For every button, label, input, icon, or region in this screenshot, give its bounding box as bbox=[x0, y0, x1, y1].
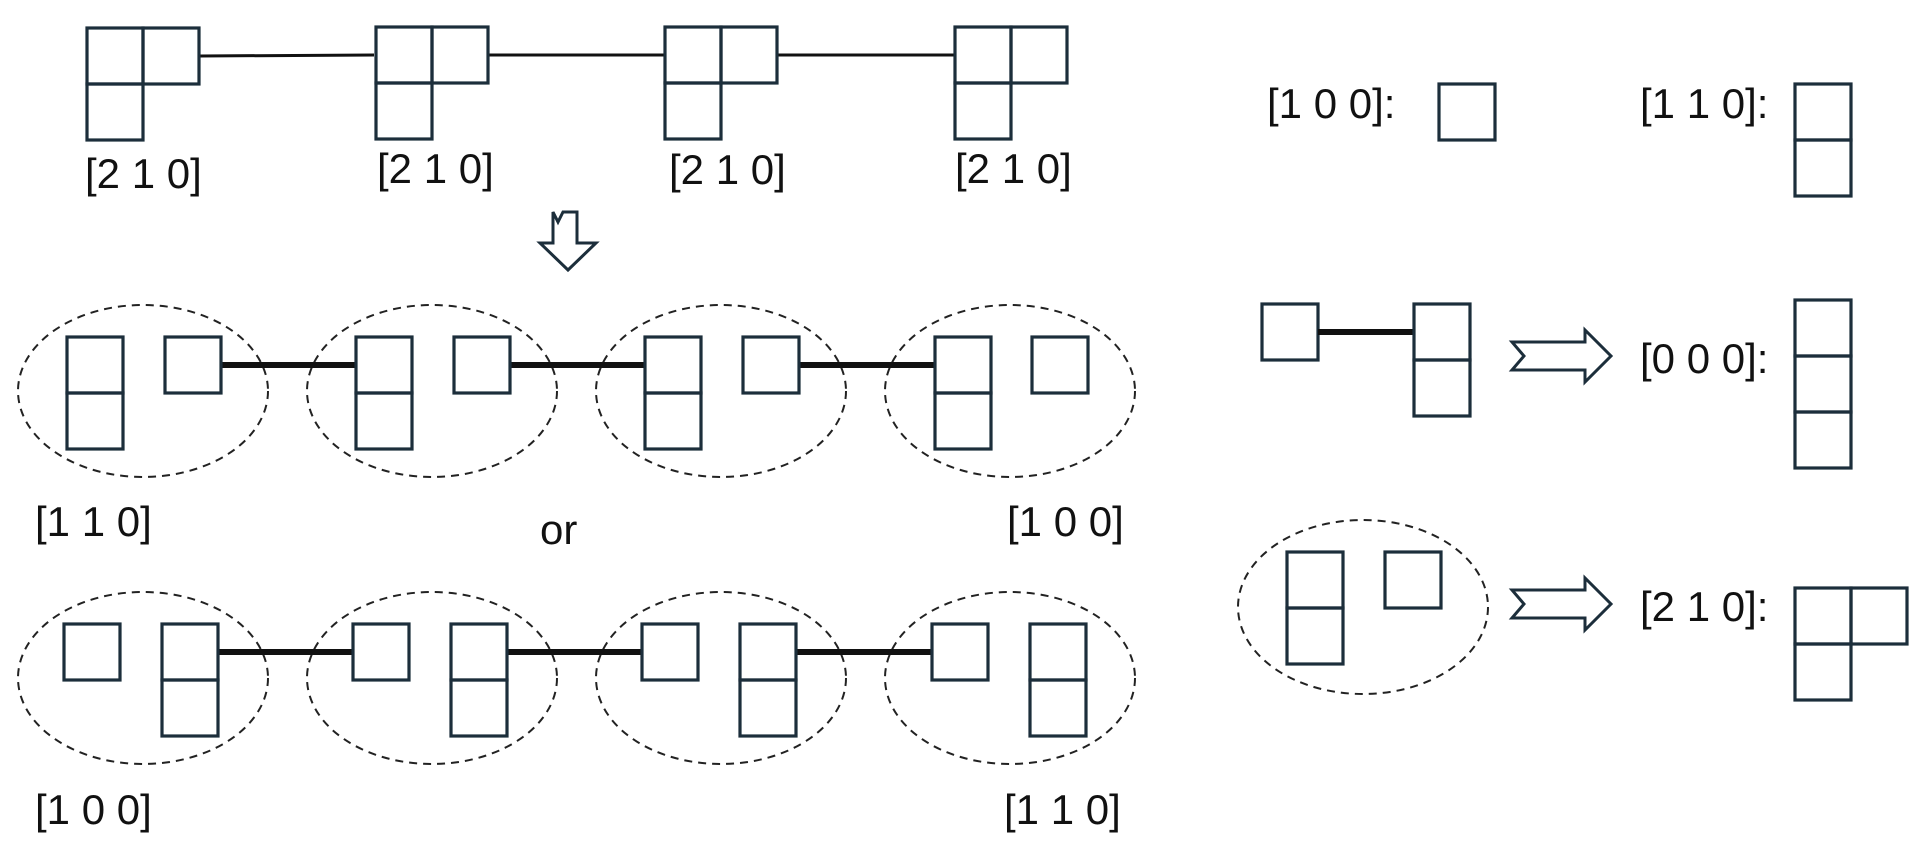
option-b-left-label: [1 0 0] bbox=[35, 786, 152, 833]
young-diagram-100 bbox=[930, 622, 990, 682]
hollow-right-arrow-icon bbox=[1508, 574, 1614, 634]
option-b-row: [1 0 0] [1 1 0] bbox=[17, 591, 1136, 833]
hollow-down-arrow-icon bbox=[536, 210, 600, 273]
young-diagram-100 bbox=[1437, 82, 1497, 142]
dashed-group-ellipse bbox=[595, 304, 847, 478]
young-diagram-210 bbox=[663, 25, 779, 141]
young-diagram-100 bbox=[62, 622, 122, 682]
young-diagram-100 bbox=[1383, 550, 1443, 610]
dashed-group-ellipse bbox=[306, 591, 558, 765]
young-diagram-210 bbox=[1793, 586, 1909, 702]
dashed-group-ellipse bbox=[17, 304, 269, 478]
bond-rule: [0 0 0]: bbox=[1260, 298, 1853, 470]
option-a-left-label: [1 1 0] bbox=[35, 498, 152, 545]
option-b-right-label: [1 1 0] bbox=[1004, 786, 1121, 833]
young-diagram-110 bbox=[65, 335, 125, 451]
young-diagram-110 bbox=[160, 622, 220, 738]
dashed-group-ellipse bbox=[17, 591, 269, 765]
dashed-group-ellipse bbox=[595, 591, 847, 765]
chain-label: [2 1 0] bbox=[955, 145, 1072, 192]
chain-label: [2 1 0] bbox=[85, 150, 202, 197]
young-diagram-110 bbox=[1412, 302, 1472, 418]
young-diagram-110 bbox=[449, 622, 509, 738]
young-diagram-100 bbox=[452, 335, 512, 395]
dashed-group-ellipse bbox=[1237, 519, 1489, 695]
dashed-group-ellipse bbox=[306, 304, 558, 478]
young-diagram-100 bbox=[1030, 335, 1090, 395]
young-diagram-210 bbox=[953, 25, 1069, 141]
pair-rule: [2 1 0]: bbox=[1237, 519, 1909, 702]
chain-label: [2 1 0] bbox=[377, 145, 494, 192]
legend-100-label: [1 0 0]: bbox=[1267, 80, 1395, 127]
young-diagram-100 bbox=[640, 622, 700, 682]
rule-bond-result-label: [0 0 0]: bbox=[1640, 335, 1768, 382]
hollow-right-arrow-icon bbox=[1508, 326, 1614, 386]
option-a-row: [1 1 0] [1 0 0] bbox=[17, 304, 1136, 545]
young-diagram-100 bbox=[1260, 302, 1320, 362]
chain-bond bbox=[199, 53, 375, 58]
young-diagram-110 bbox=[1285, 550, 1345, 666]
or-separator: or bbox=[540, 506, 577, 553]
young-diagram-210 bbox=[374, 25, 490, 141]
young-diagram-100 bbox=[351, 622, 411, 682]
young-diagram-000 bbox=[1793, 298, 1853, 470]
young-diagram-110 bbox=[1028, 622, 1088, 738]
young-diagram-210 bbox=[85, 26, 201, 142]
young-diagram-110 bbox=[738, 622, 798, 738]
legend-panel: [1 0 0]: [1 1 0]: [0 0 0]: bbox=[1237, 80, 1909, 702]
young-diagram-100 bbox=[741, 335, 801, 395]
dashed-group-ellipse bbox=[884, 304, 1136, 478]
dashed-group-ellipse bbox=[884, 591, 1136, 765]
young-diagram-110 bbox=[1793, 82, 1853, 198]
option-a-right-label: [1 0 0] bbox=[1007, 498, 1124, 545]
legend-110-label: [1 1 0]: bbox=[1640, 80, 1768, 127]
young-diagram-110 bbox=[643, 335, 703, 451]
young-diagram-100 bbox=[163, 335, 223, 395]
chain-label: [2 1 0] bbox=[669, 146, 786, 193]
rule-pair-result-label: [2 1 0]: bbox=[1640, 583, 1768, 630]
young-diagram-110 bbox=[933, 335, 993, 451]
top-chain: [2 1 0] [2 1 0] [2 1 0] [2 1 0] bbox=[85, 25, 1072, 197]
young-diagram-110 bbox=[354, 335, 414, 451]
